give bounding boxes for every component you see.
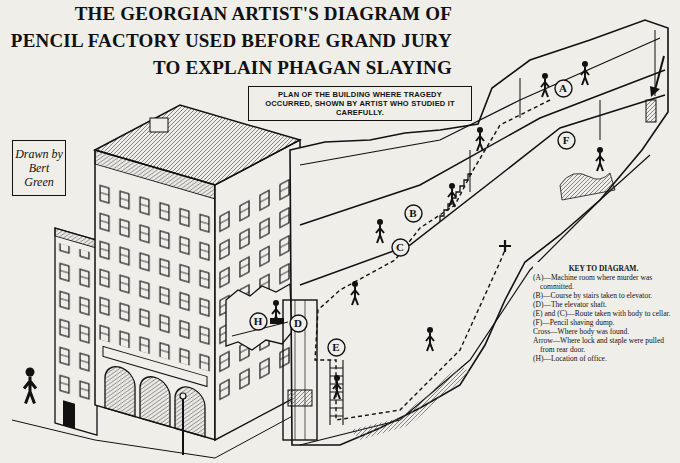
callout-circle: B <box>404 204 423 223</box>
body-cross <box>499 240 511 252</box>
human-figure <box>333 375 341 399</box>
key-entry: (H)—Location of office. <box>533 354 674 363</box>
circle-outline <box>392 239 409 256</box>
key-panel: KEY TO DIAGRAM.(A)—Machine room where mu… <box>533 262 674 365</box>
rear-wing-cutaway <box>560 173 615 200</box>
circle-outline <box>328 339 345 356</box>
human-figure <box>448 183 456 207</box>
pedestrian <box>24 368 36 404</box>
node-text: C <box>396 241 404 253</box>
key-entry: Cross—Where body was found. <box>533 327 674 336</box>
factory-front-face <box>95 150 215 440</box>
office-cutaway <box>226 284 292 350</box>
annex-building <box>55 228 97 435</box>
key-entry: (D)—The elevator shaft. <box>533 300 674 309</box>
circle-outline <box>250 313 267 330</box>
rear-wing-cutaway <box>290 20 668 445</box>
factory-side-face <box>215 140 300 440</box>
factory-front-face <box>140 373 170 427</box>
annex-building <box>57 243 95 404</box>
rear-door-arrow <box>650 86 660 97</box>
office-cutaway <box>226 284 292 350</box>
key-entry: (A)—Machine room where murder was commit… <box>533 273 674 291</box>
factory-front-face <box>105 363 135 417</box>
route-line <box>315 100 550 420</box>
human-figure <box>541 73 549 97</box>
human-figure <box>426 327 434 351</box>
elevator-shaft <box>288 390 312 406</box>
lamp-post <box>180 393 186 399</box>
rear-wing-cutaway <box>350 365 470 440</box>
factory-front-face <box>95 150 215 440</box>
rear-wing-cutaway <box>300 95 665 285</box>
node-text: H <box>254 315 263 327</box>
elevator-shaft <box>283 300 317 440</box>
key-entry: (E) and (C)—Route taken with body to cel… <box>533 309 674 318</box>
human-figure <box>376 219 384 243</box>
factory-side-face <box>218 165 298 407</box>
lamp-post <box>180 393 186 455</box>
node-text: B <box>409 207 416 219</box>
circle-outline <box>290 315 307 332</box>
pedestrian <box>24 368 36 404</box>
annex-building <box>63 400 75 428</box>
annex-building <box>55 228 97 435</box>
elevator-shaft <box>283 300 317 440</box>
node-text: E <box>332 341 339 353</box>
key-heading: KEY TO DIAGRAM. <box>533 264 674 273</box>
key-entry: (F)—Pencil shaving dump. <box>533 318 674 327</box>
lamp-post <box>182 398 184 455</box>
headline: THE GEORGIAN ARTIST'S DIAGRAM OF PENCIL … <box>6 0 452 81</box>
node-text: PLAN OF THE BUILDING WHERE TRAGEDY OCCUR… <box>254 90 466 117</box>
circle-outline <box>555 80 572 97</box>
factory-front-face <box>99 175 211 371</box>
key-entry: Arrow—Where lock and staple were pulled … <box>533 336 674 354</box>
factory-side-face <box>215 140 300 440</box>
credit-box: Drawn by Bert Green <box>12 140 66 196</box>
callout-circle: E <box>327 338 346 357</box>
node-text: D <box>294 317 302 329</box>
factory-front-face <box>175 383 205 437</box>
callout-circle: D <box>289 314 308 333</box>
node-text: F <box>563 134 570 146</box>
node-text: Drawn by Bert Green <box>15 147 63 189</box>
callout-circle: C <box>391 238 410 257</box>
node-text: A <box>559 82 567 94</box>
body-cross <box>499 240 511 252</box>
rear-door-arrow <box>655 56 664 90</box>
callout-circle: F <box>557 131 576 150</box>
rear-door-arrow <box>646 56 664 122</box>
route-line <box>315 100 550 420</box>
human-figure <box>351 281 359 305</box>
rear-door-arrow <box>646 100 656 122</box>
roof <box>150 118 168 132</box>
human-figure <box>272 300 280 324</box>
rear-wing-cutaway <box>470 30 655 192</box>
circle-outline <box>405 205 422 222</box>
human-figure <box>581 61 589 85</box>
key-entry: (B)—Course by stairs taken to elevator. <box>533 291 674 300</box>
human-figure <box>476 127 484 151</box>
human-figure <box>596 147 604 171</box>
circle-outline <box>558 132 575 149</box>
caption-box: PLAN OF THE BUILDING WHERE TRAGEDY OCCUR… <box>248 86 472 121</box>
rear-wing-cutaway <box>290 20 668 445</box>
callout-circle: H <box>249 312 268 331</box>
callout-circle: A <box>554 79 573 98</box>
